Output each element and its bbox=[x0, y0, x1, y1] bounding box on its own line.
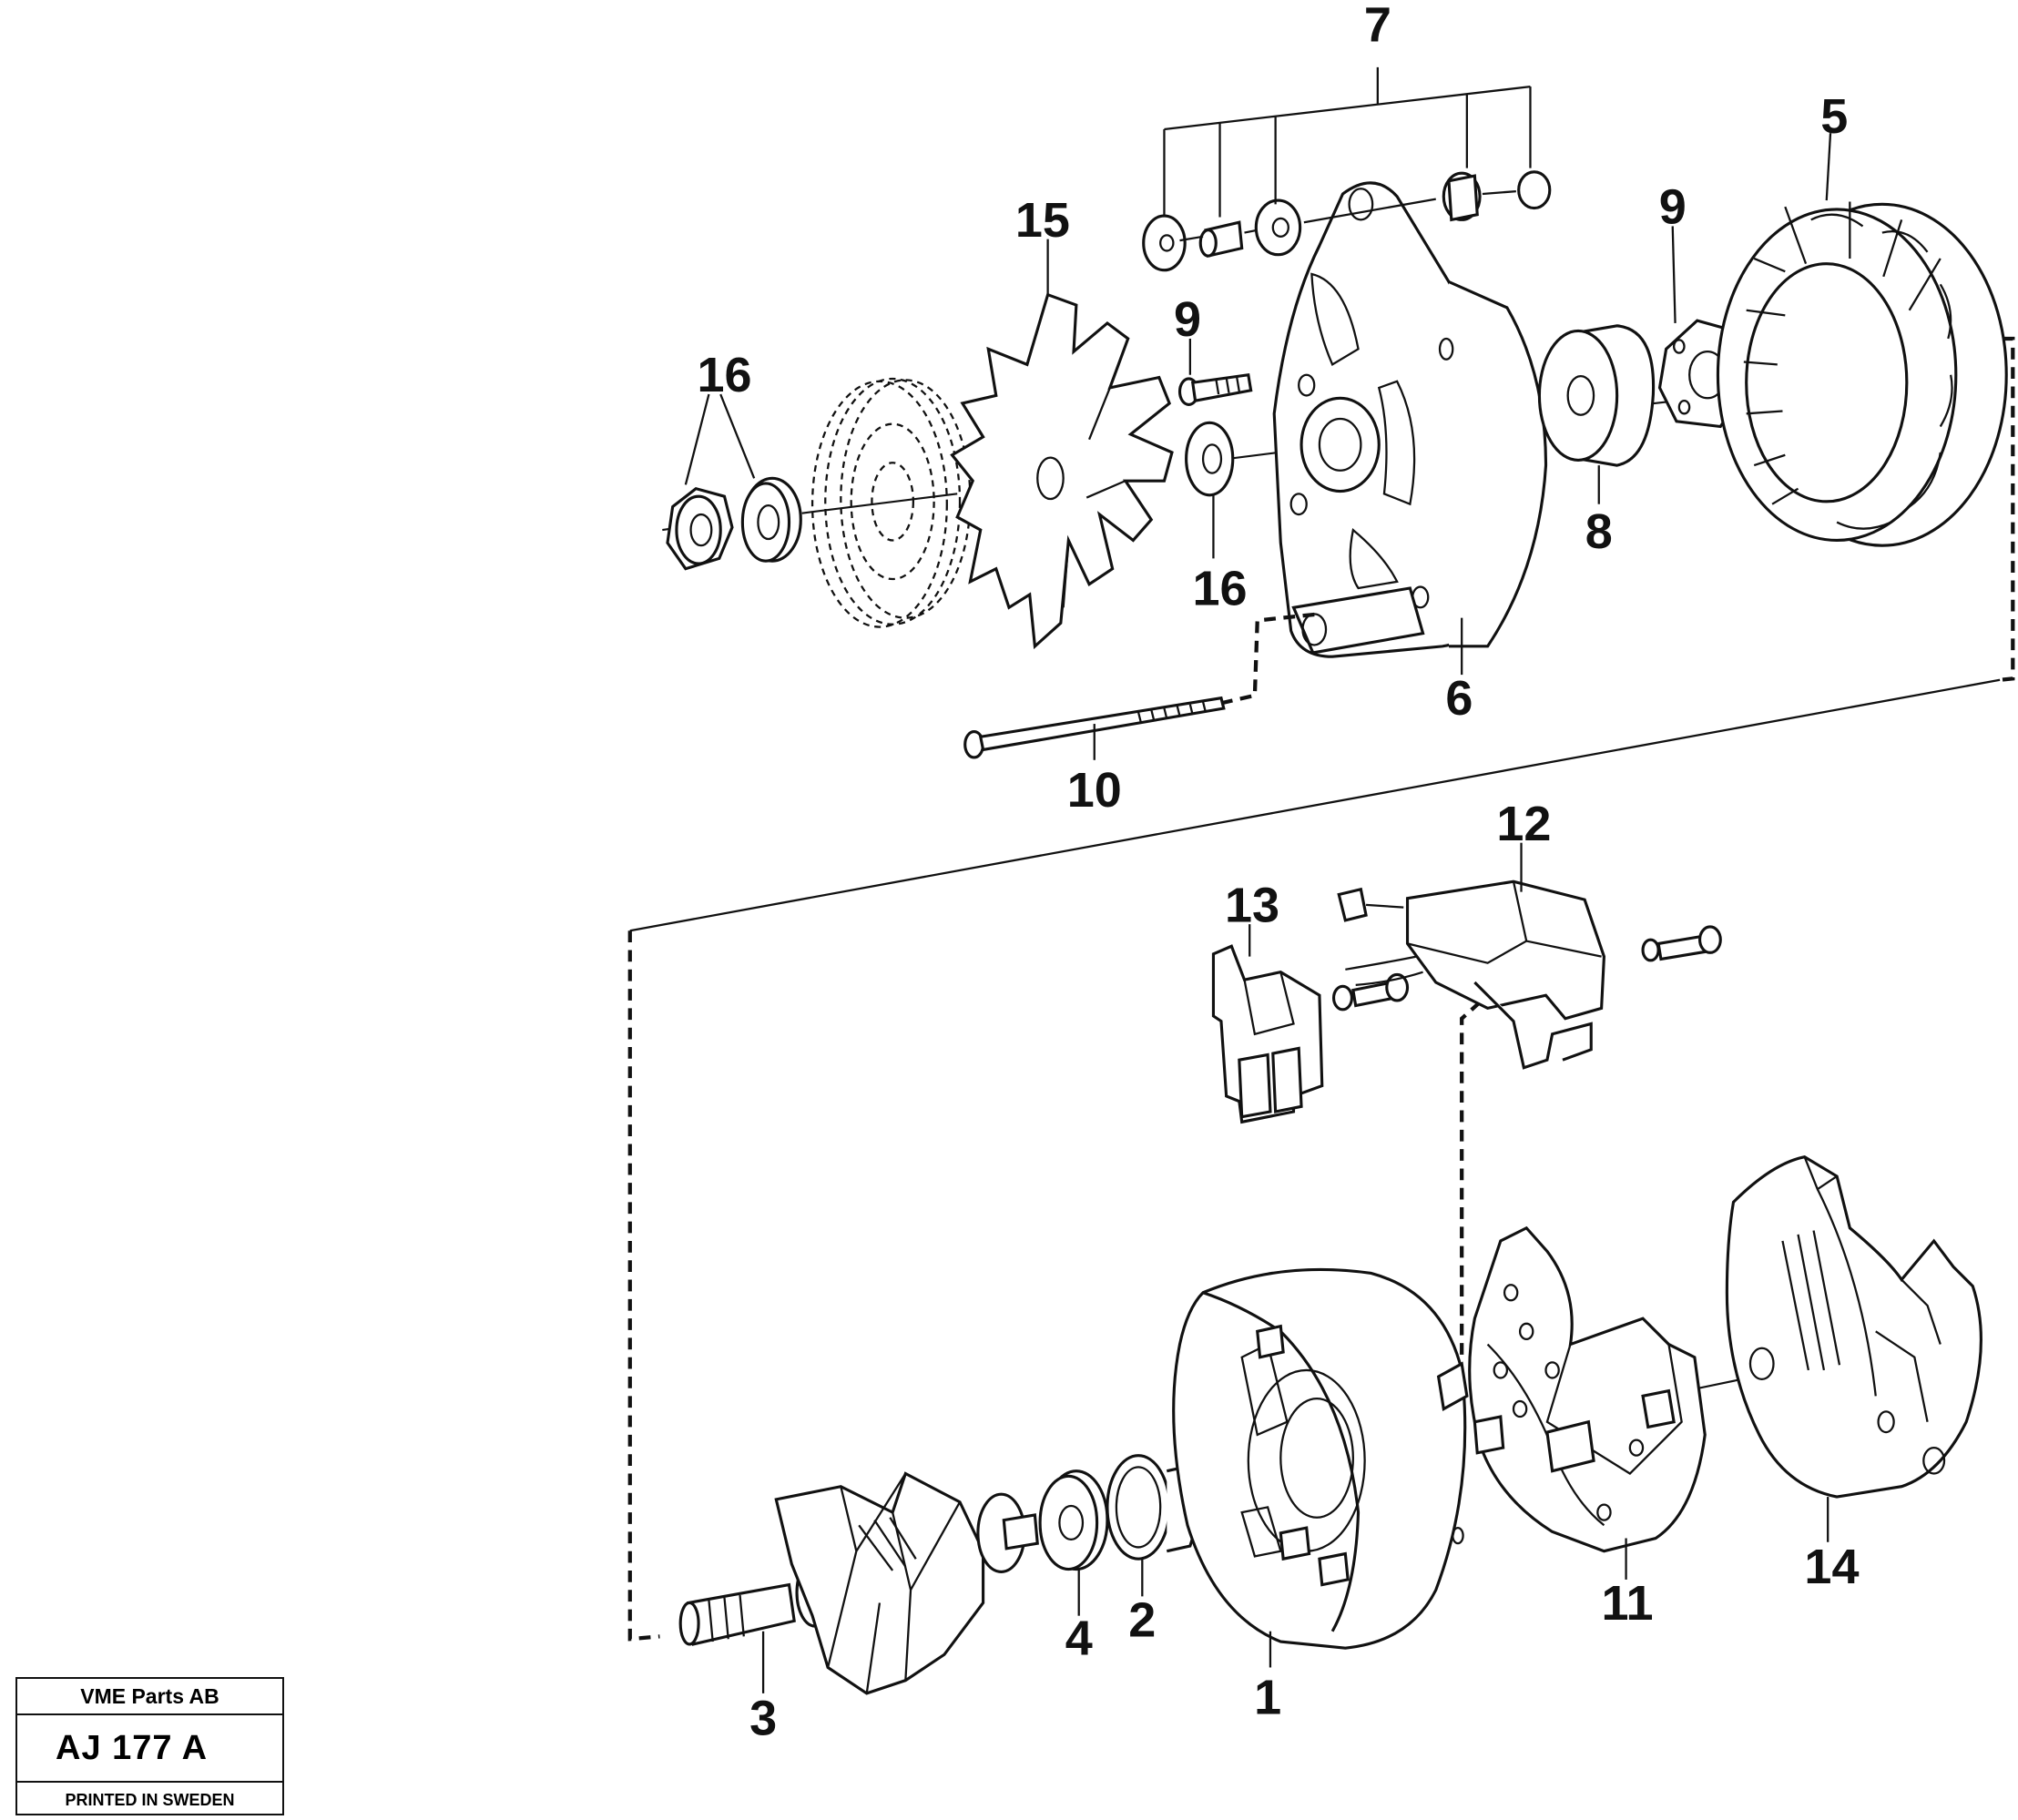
through-bolt bbox=[963, 696, 1226, 759]
dashed-connector-left bbox=[627, 930, 660, 1642]
callout-14: 14 bbox=[1804, 1540, 1859, 1594]
callout-3: 3 bbox=[749, 1691, 777, 1745]
callout-9-left: 9 bbox=[1174, 292, 1201, 347]
dashed-connector-bolt bbox=[1220, 612, 1320, 706]
rear-housing bbox=[1172, 1267, 1469, 1650]
callout-1: 1 bbox=[1254, 1671, 1281, 1725]
fan-impeller bbox=[950, 292, 1174, 650]
print-note: PRINTED IN SWEDEN bbox=[65, 1791, 235, 1809]
callout-12: 12 bbox=[1496, 797, 1551, 851]
rear-cover bbox=[1725, 1155, 1982, 1499]
callout-16-right: 16 bbox=[1193, 561, 1248, 615]
title-block: VME Parts AB AJ 177 A PRINTED IN SWEDEN bbox=[15, 1677, 284, 1815]
company-name: VME Parts AB bbox=[17, 1679, 282, 1715]
rotor bbox=[678, 1471, 1039, 1695]
stator-winding bbox=[1716, 201, 2008, 547]
callout-4: 4 bbox=[1065, 1611, 1093, 1665]
rectifier-plate bbox=[1468, 1225, 1707, 1553]
callout-7: 7 bbox=[1364, 0, 1391, 52]
callout-16-left: 16 bbox=[697, 348, 751, 402]
callout-13: 13 bbox=[1225, 878, 1279, 932]
top-leaders bbox=[684, 66, 1832, 760]
callout-10: 10 bbox=[1067, 763, 1122, 818]
callout-9-right: 9 bbox=[1659, 180, 1687, 235]
spring-washer bbox=[740, 476, 802, 563]
callout-8: 8 bbox=[1585, 504, 1613, 559]
ball-bearing-rear bbox=[1038, 1469, 1109, 1571]
long-connector-diagonal bbox=[629, 678, 2001, 932]
callout-11: 11 bbox=[1601, 1576, 1653, 1631]
callout-6: 6 bbox=[1445, 671, 1473, 726]
voltage-regulator bbox=[1337, 879, 1722, 1070]
hex-nut bbox=[666, 486, 734, 571]
drive-end-shield bbox=[1272, 181, 1548, 658]
bushing-set bbox=[1142, 170, 1552, 272]
brush-holder bbox=[1211, 944, 1410, 1124]
spacer-washer bbox=[1185, 421, 1235, 497]
callout-5: 5 bbox=[1820, 89, 1848, 144]
bottom-leaders bbox=[761, 842, 1829, 1693]
dashed-connector-right bbox=[1999, 336, 2015, 682]
drawing-code: AJ 177 A bbox=[17, 1715, 282, 1783]
callout-15: 15 bbox=[1015, 193, 1070, 248]
callout-2: 2 bbox=[1128, 1592, 1156, 1647]
bolt-short bbox=[1177, 372, 1253, 406]
ball-bearing-front bbox=[1537, 324, 1656, 467]
